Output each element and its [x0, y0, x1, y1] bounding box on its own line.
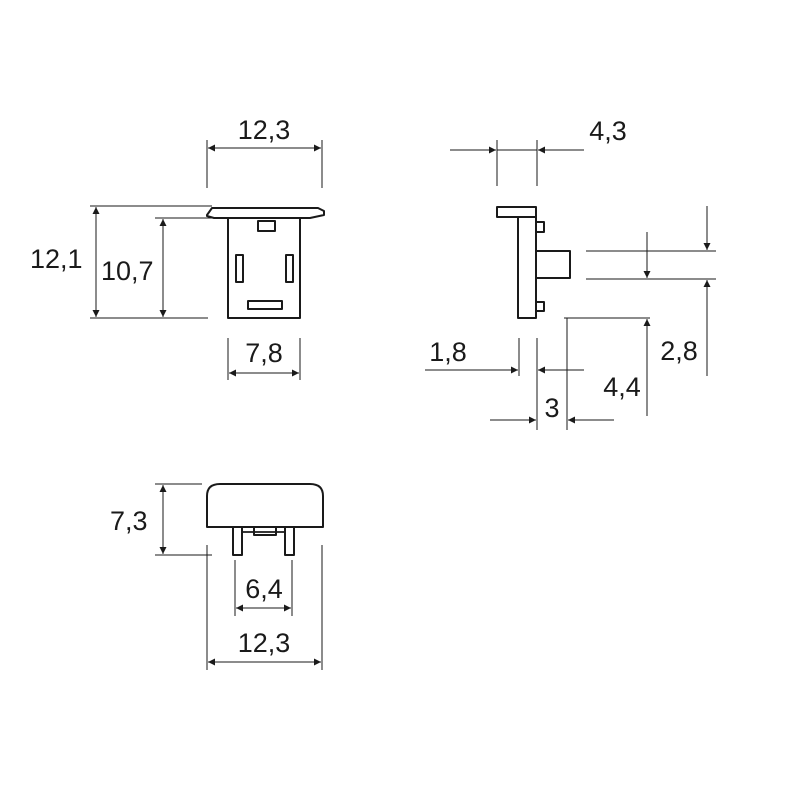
- dim-label-pin-spacing: 6,4: [245, 574, 283, 604]
- top-view-pin-left: [232, 526, 243, 556]
- side-view-wall: [517, 216, 537, 319]
- front-view: 12,3 12,1 10,7 7,8: [30, 115, 325, 380]
- dim-label-height-total: 12,1: [30, 244, 83, 274]
- top-view-cap: [206, 483, 324, 528]
- side-view-tab-bottom: [535, 301, 545, 312]
- dim-label-width: 12,3: [238, 628, 291, 658]
- front-view-slot-left: [235, 254, 244, 283]
- dim-label-width-cap: 4,3: [589, 116, 627, 146]
- side-view-pin: [535, 250, 571, 279]
- front-view-slot-right: [285, 254, 294, 283]
- dim-label-width-top: 12,3: [238, 115, 291, 145]
- dim-label-height-body: 10,7: [101, 256, 154, 286]
- dim-label-width-body: 7,8: [245, 338, 283, 368]
- front-view-cap-flange: [206, 207, 325, 219]
- side-view-cap: [496, 206, 537, 218]
- top-view: 7,3 6,4 12,3: [110, 483, 324, 670]
- dim-label-pin-height: 2,8: [660, 336, 698, 366]
- dim-label-thickness: 1,8: [429, 337, 467, 367]
- front-view-slot-bottom: [247, 300, 283, 310]
- dim-label-height: 7,3: [110, 506, 148, 536]
- top-view-pin-right: [284, 526, 295, 556]
- dim-label-pin-length: 3: [544, 393, 559, 423]
- top-view-center-tab: [253, 526, 277, 536]
- front-view-slot-top: [257, 220, 276, 232]
- side-view: 4,3 1,8 3 4,4 2,8: [425, 116, 716, 430]
- dim-label-pin-offset: 4,4: [603, 372, 641, 402]
- side-view-tab-top: [535, 221, 545, 233]
- front-view-body: [227, 217, 301, 319]
